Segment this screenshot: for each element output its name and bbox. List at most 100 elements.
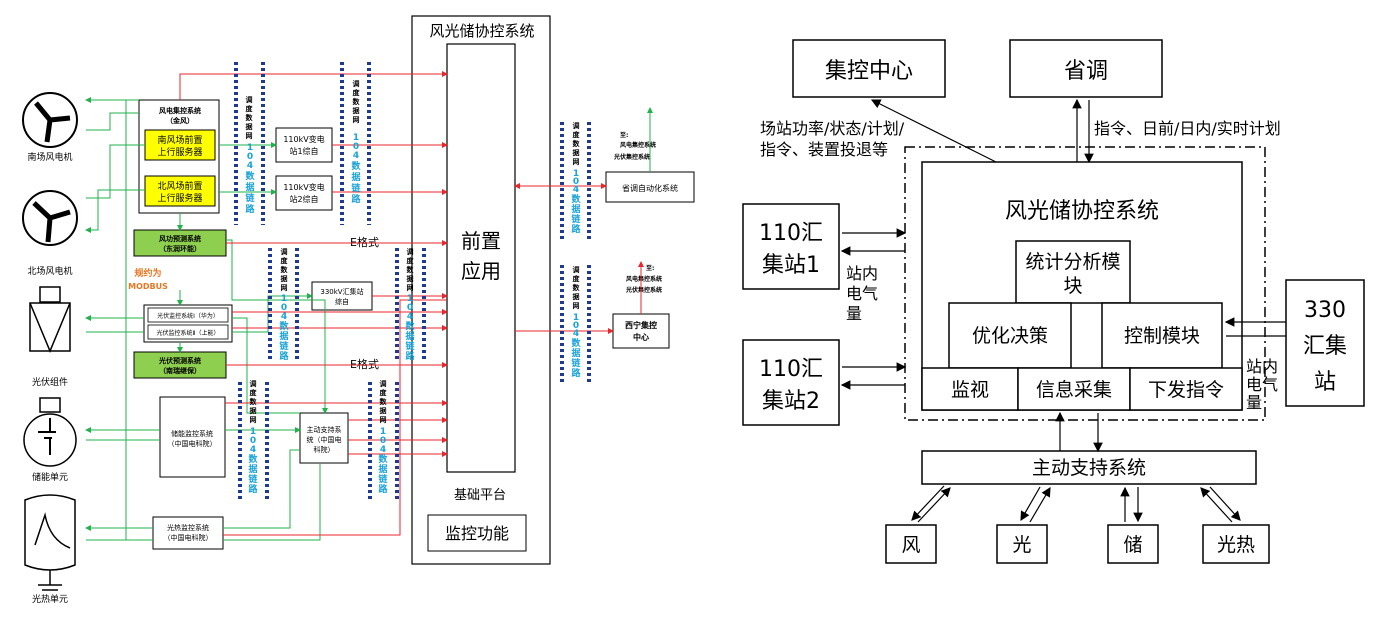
north-server-label-2: 上行服务器 [157,192,202,204]
modbus-note-1: 规约为 [134,267,161,279]
sub2-label-1: 110kV变电 [283,182,324,192]
wind-label: 风 [901,534,920,556]
stat-module-box [1015,240,1131,304]
main-system-label-right: 风光储协控系统 [1005,199,1159,224]
control-center-label: 集控中心 [825,59,913,84]
monitor-box [921,367,1019,411]
optimize-label: 优化决策 [972,325,1048,347]
wind-monitor-sub: （金风） [166,116,194,125]
pv-monitor-1-label: 光伏监控系统Ⅰ（华为） [157,312,219,320]
south-server-label-2: 上行服务器 [157,146,202,158]
pv-monitor-2-label: 光伏监控系统Ⅱ（上能） [157,329,220,337]
right-diagram: 集控中心 省调 场站功率/状态/计划/ 指令、装置投退等 指令、日前/日内/实时… [742,39,1365,564]
pv-monitor-2-box [147,324,229,340]
north-server-label-1: 北风场前置 [157,180,202,192]
green-links [85,97,328,541]
wind-monitor-title: 风电集控系统 [159,106,201,115]
sub330-label-3-right: 站 [1314,370,1336,395]
xining-label-2: 中心 [633,332,649,342]
active-support-label-right: 主动支持系统 [1032,457,1146,479]
pv-forecast-label-2: （南瑞继保） [159,366,201,375]
wind-forecast-label-1: 风功预测系统 [159,234,201,243]
sub1-label-1: 110kV变电 [283,134,324,144]
thermal-monitor-label-1: 光热监控系统 [167,523,209,532]
monitor-func-box [427,514,527,552]
wind-forecast-label-2: （东润环能） [159,244,201,253]
dispatch-net-label: 调度数据网 [573,121,581,166]
thermal-collector-icon [24,494,76,591]
sub110-1-box [742,203,840,290]
to-center-a-2: 风电集控系统 [620,141,656,149]
sub330-box [311,281,373,311]
to-center-b-3: 光伏集控系统 [625,286,662,294]
control-module-box [1101,302,1223,369]
sub2-label-2: 站2综自 [289,194,318,204]
solar-box [996,524,1048,564]
storage-monitor-label-2: （中国电科院） [168,439,217,448]
active-support-box [299,412,349,464]
front-app-label-1: 前置 [461,229,501,253]
to-center-b-1: 至: [646,264,654,272]
storage-box [1107,524,1159,564]
active-support-label-2: 统（中国电 [307,435,342,444]
thermal-label: 光热 [1217,534,1255,556]
sub110-1-label-2: 集站1 [762,253,820,278]
storage-label: 储 [1123,534,1142,556]
sub330-label-2: 综自 [335,297,349,306]
left-diagram: 风光储协控系统 前置 应用 基础平台 监控功能 南场风电机 北场风电机 光伏组件… [22,15,695,605]
dispatch-net-label: 调度数据网 [250,379,258,424]
station-info-label-2: 指令、装置投退等 [760,140,888,159]
active-support-box-right [921,450,1257,485]
north-wind-icon [22,190,78,246]
station-info-label-1: 场站功率/状态/计划/ [760,119,905,138]
to-center-b-2: 风电集控系统 [626,275,662,283]
optimize-box [948,302,1072,369]
pv-panel-icon [29,286,71,353]
north-wind-label: 北场风电机 [27,265,72,277]
issue-cmd-label: 下发指令 [1148,379,1224,401]
monitor-func-label: 监控功能 [445,524,509,543]
pv-forecast-box [133,351,227,379]
storage-unit-label: 储能单元 [32,471,68,483]
e-format-label-1: E格式 [350,235,379,249]
storage-monitor-label-1: 储能监控系统 [171,429,213,438]
dispatch-net-label: 调度数据网 [407,247,415,292]
thermal-box [1202,524,1270,564]
sub110-1-label-1: 110汇 [759,221,823,246]
province-auto-box [605,171,695,203]
main-system-title: 风光储协控系统 [429,22,534,40]
to-center-a-3: 光伏集控系统 [613,153,650,161]
equipment-arrows [911,485,1241,523]
commands-label: 指令、日前/日内/实时计划 [1094,119,1281,138]
pv-unit-label: 光伏组件 [32,376,68,388]
xining-label-1: 西宁集控 [625,320,657,330]
control-center-box [792,39,946,98]
pv-forecast-label-1: 光伏预测系统 [158,356,201,365]
south-server-label-1: 南风场前置 [157,134,202,146]
info-collect-box [1017,367,1131,411]
in-station-elec-right: 站内电气量 [1246,357,1278,412]
thermal-monitor-box [152,516,224,550]
stat-module-label-2: 块 [1063,275,1082,297]
thermal-unit-label: 光热单元 [32,593,68,605]
storage-battery-icon [23,397,77,467]
solar-label: 光 [1012,534,1031,556]
xining-box [612,313,670,349]
sub330-box-right [1285,279,1365,407]
south-wind-label: 南场风电机 [27,151,72,163]
system-boundary [904,146,1266,421]
front-app-label-2: 应用 [461,259,501,283]
to-center-a-1: 至: [620,131,628,139]
dispatch-net-label: 调度数据网 [353,79,361,124]
sub110-2-label-1: 110汇 [759,357,823,382]
to-control-center-arrow [870,99,997,163]
base-platform-label: 基础平台 [454,488,506,503]
province-auto-label: 省调自动化系统 [622,183,678,193]
sub1-box [275,127,333,163]
